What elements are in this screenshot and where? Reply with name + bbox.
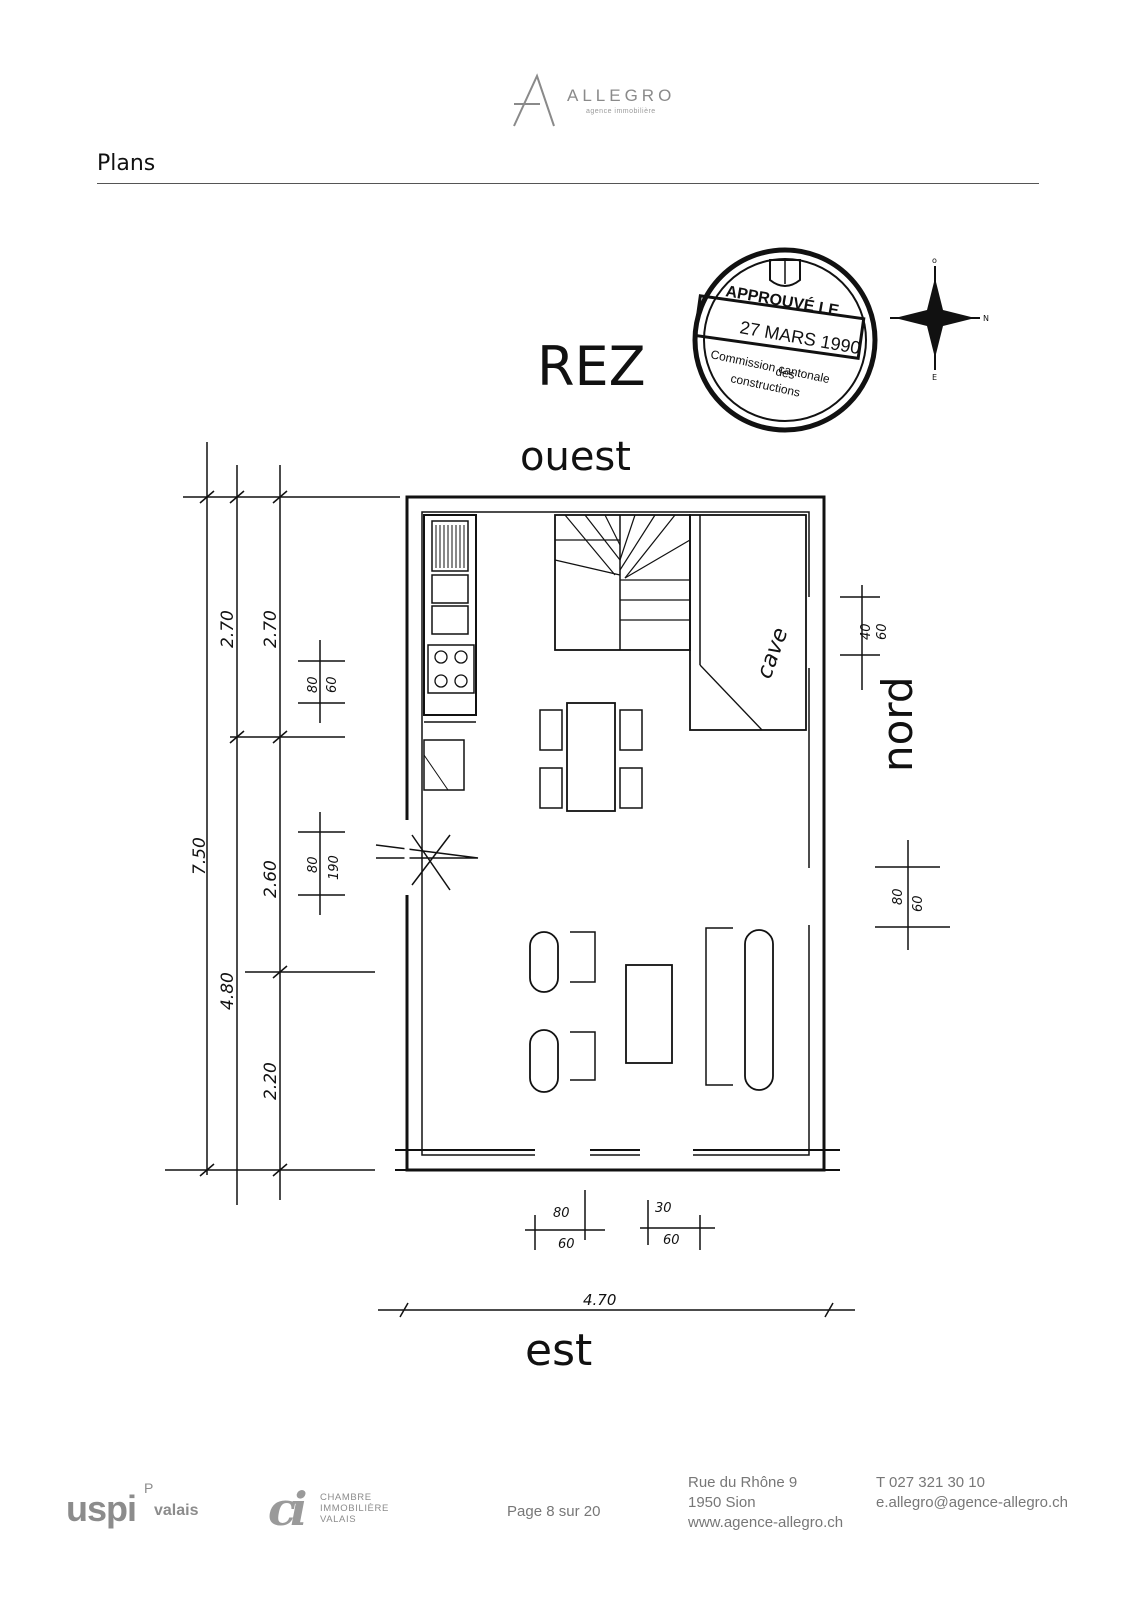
dim-east-w2: 30 — [655, 1201, 672, 1216]
ci-line2: IMMOBILIÈRE — [320, 1503, 389, 1514]
cave-room — [689, 514, 807, 731]
page-total: 20 — [583, 1503, 601, 1520]
uspi-region: valais — [154, 1502, 199, 1519]
coffee-table — [625, 964, 673, 1064]
stamp-approved: APPROUVÉ LE — [724, 281, 841, 320]
dim-east-w1: 80 — [553, 1206, 570, 1221]
page-sep: sur — [558, 1503, 580, 1520]
burner-icon — [434, 674, 448, 688]
dim-win-h1: 60 — [325, 676, 340, 693]
page-current: 8 — [546, 1503, 555, 1520]
page-title: Plans — [97, 151, 156, 176]
phone-number[interactable]: T 027 321 30 10 — [876, 1474, 985, 1491]
email-link[interactable]: e.allegro@agence-allegro.ch — [876, 1494, 1069, 1511]
entrance-door — [375, 834, 479, 891]
dim-upper: 2.70 — [218, 610, 238, 648]
dim-north-w1: 40 — [859, 623, 874, 640]
coat-of-arms-icon — [769, 259, 801, 287]
armchair — [529, 931, 559, 993]
dim-win-w1: 80 — [306, 676, 321, 693]
dim-mid: 2.60 — [261, 860, 281, 898]
label-west: ouest — [520, 434, 631, 480]
contact-block: T 027 321 30 10 e.allegro@agence-allegro… — [876, 1473, 1068, 1513]
ci-line3: VALAIS — [320, 1514, 357, 1525]
sofa — [744, 929, 774, 1091]
chair — [539, 767, 563, 809]
sink-basin-1 — [431, 574, 469, 604]
label-east: est — [525, 1325, 592, 1376]
chair — [619, 767, 643, 809]
dim-total-width: 4.70 — [583, 1291, 616, 1309]
uspi-sup: P — [144, 1480, 153, 1496]
room-label-cave: cave — [752, 625, 793, 683]
dim-lower: 4.80 — [218, 972, 238, 1010]
dim-east-h2: 60 — [663, 1233, 680, 1248]
burner-icon — [434, 650, 448, 664]
chair — [539, 709, 563, 751]
dim-north-h2: 60 — [911, 895, 926, 912]
burner-icon — [454, 650, 468, 664]
compass-right: N — [983, 314, 989, 323]
ci-text: CHAMBRE IMMOBILIÈRE VALAIS — [320, 1492, 389, 1525]
dining-table — [566, 702, 616, 812]
approval-stamp: APPROUVÉ LE 27 MARS 1990 Commission cant… — [692, 247, 878, 433]
title-divider — [97, 183, 1039, 184]
uspi-logo: uspi P valais — [66, 1480, 198, 1530]
uspi-wordmark: uspi — [66, 1488, 137, 1529]
inner-wall — [421, 511, 810, 1156]
chambre-immobiliere-logo: ci CHAMBRE IMMOBILIÈRE VALAIS — [268, 1482, 408, 1536]
ci-line1: CHAMBRE — [320, 1492, 372, 1503]
compass-bottom: E — [932, 373, 937, 382]
brand-subtitle: agence immobilière — [586, 108, 656, 115]
kitchen-cabinet — [423, 739, 465, 791]
compass-rose-icon: o N E — [890, 256, 989, 382]
stamp-date: 27 MARS 1990 — [738, 317, 862, 358]
floor-label: REZ — [537, 335, 646, 398]
dim-total-height: 7.50 — [190, 837, 210, 875]
page-prefix: Page — [507, 1503, 543, 1520]
allegro-a-mark-icon — [513, 73, 555, 127]
address-block: Rue du Rhône 9 1950 Sion www.agence-alle… — [688, 1473, 843, 1533]
sink-basin-2 — [431, 605, 469, 635]
label-north: nord — [873, 676, 922, 772]
stamp-line2: des — [774, 364, 796, 382]
kitchen-counter — [423, 514, 477, 716]
armchair — [529, 1029, 559, 1093]
compass-top: o — [932, 256, 937, 265]
dim-east-h1: 60 — [558, 1237, 575, 1252]
dim-door-h: 190 — [327, 855, 342, 880]
staircase — [554, 514, 691, 651]
cooktop — [427, 644, 475, 694]
brand-name: ALLEGRO — [567, 86, 676, 105]
dim-upper-inner: 2.70 — [261, 610, 281, 648]
outer-wall — [405, 495, 826, 1172]
address-line1: Rue du Rhône 9 — [688, 1474, 798, 1491]
page-number: Page 8 sur 20 — [507, 1503, 600, 1520]
address-line2: 1950 Sion — [688, 1494, 756, 1511]
dim-north-w2: 80 — [891, 888, 906, 905]
allegro-logo: ALLEGRO agence immobilière — [510, 68, 690, 130]
burner-icon — [454, 674, 468, 688]
ci-mark: ci — [268, 1482, 308, 1536]
dim-bottom: 2.20 — [261, 1062, 281, 1100]
floor-plan: REZ ouest est nord — [165, 247, 989, 1376]
sink-drainer — [431, 520, 469, 572]
dim-door-w: 80 — [306, 856, 321, 873]
dim-north-h1: 60 — [875, 623, 890, 640]
website-link[interactable]: www.agence-allegro.ch — [688, 1514, 844, 1531]
chair — [619, 709, 643, 751]
